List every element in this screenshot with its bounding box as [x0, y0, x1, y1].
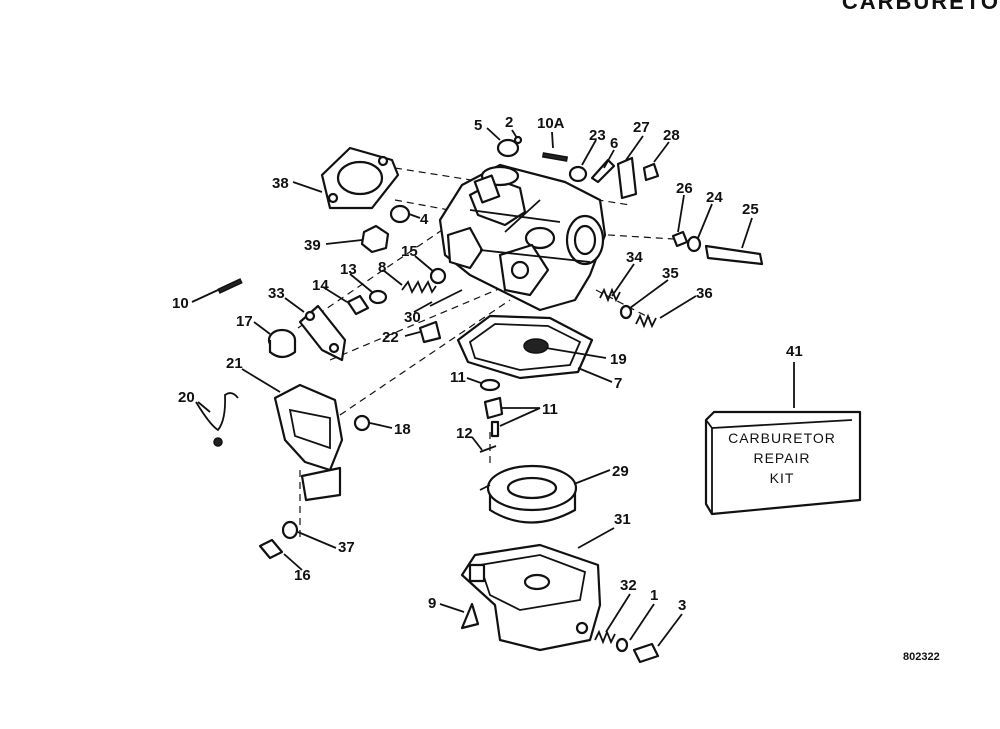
part-29-screw	[642, 162, 660, 182]
part-11-inlet-needle	[483, 396, 504, 420]
part-40-nut	[360, 224, 390, 254]
part-26-needle-valve	[704, 244, 764, 266]
callout-10: 10	[172, 295, 189, 312]
part-23-plug	[418, 320, 442, 344]
callout-21: 20	[178, 389, 195, 406]
part-30-float	[479, 464, 578, 524]
part-11-seat	[490, 420, 500, 438]
callout-27: 26	[676, 180, 693, 197]
part-18-choke-knob	[267, 328, 297, 359]
callout-32: 31	[614, 511, 631, 528]
callout-15: 14	[312, 277, 329, 294]
leader-lines	[191, 127, 795, 647]
part-6-needle	[590, 158, 616, 184]
callout-18: 17	[236, 313, 253, 330]
repair-kit-line-1: CARBURETOR	[728, 430, 836, 446]
part-8-spring	[401, 279, 437, 295]
callout-10A: 10A	[537, 115, 565, 132]
part-12-washer	[479, 378, 501, 392]
part-34-throttle-link	[298, 304, 347, 362]
callout-30: 29	[612, 463, 629, 480]
part-33-spring	[594, 629, 616, 645]
part-20-gasket-ring	[523, 338, 549, 354]
part-25-washer	[686, 235, 702, 253]
part-16-washer	[429, 267, 447, 285]
callout-23: 22	[382, 329, 399, 346]
part-31-screw	[429, 289, 463, 307]
callout-13: 12	[456, 425, 473, 442]
part-37-spring	[635, 313, 657, 329]
part-28-bracket	[616, 156, 638, 200]
callout-35: 34	[626, 249, 643, 266]
callout-3: 3	[678, 597, 686, 614]
part-24-washer	[568, 165, 588, 183]
part-9-screw	[460, 602, 480, 630]
carburetor-body	[438, 163, 607, 312]
part-19-washer	[353, 414, 371, 432]
callout-41: 41	[786, 343, 803, 360]
part-22-fuel-pump-gasket	[273, 383, 344, 502]
callout-17: 16	[294, 567, 311, 584]
callout-9: 9	[428, 595, 436, 612]
part-10A-pin	[541, 152, 569, 162]
part-41-repair-kit-box	[704, 410, 862, 516]
callout-33: 32	[620, 577, 637, 594]
part-13-pin	[479, 445, 497, 453]
part-21-clip	[195, 392, 239, 447]
part-39-flange-gasket	[320, 146, 400, 210]
part-36-washer	[619, 304, 633, 320]
callout-16: 15	[401, 243, 418, 260]
callout-25: 24	[706, 189, 723, 206]
part-1-washer	[615, 637, 629, 653]
callout-7: 7	[614, 375, 622, 392]
callout-39: 38	[272, 175, 289, 192]
callout-28: 27	[633, 119, 650, 136]
repair-kit-label: CARBURETOR REPAIR KIT	[712, 428, 852, 488]
callout-1: 1	[650, 587, 658, 604]
callout-4: 4	[420, 211, 429, 228]
repair-kit-line-3: KIT	[769, 470, 795, 486]
callout-12: 11	[450, 369, 466, 386]
diagram-number: 802322	[903, 651, 940, 663]
callout-14: 13	[340, 261, 357, 278]
part-32-float-bowl	[460, 543, 602, 652]
part-38-washer	[281, 520, 299, 540]
part-15-screw	[346, 294, 370, 316]
callout-37: 36	[696, 285, 713, 302]
callout-22: 21	[226, 355, 243, 372]
page-header-fragment: CARBURETO	[841, 0, 1000, 14]
callout-29: 28	[663, 127, 680, 144]
part-5-plug	[496, 138, 520, 158]
callout-38: 37	[338, 539, 355, 556]
part-27-plug	[671, 230, 689, 248]
callout-34: 33	[268, 285, 285, 302]
callout-24: 23	[589, 127, 606, 144]
callout-6: 6	[610, 135, 618, 152]
callout-8: 8	[378, 259, 386, 276]
part-10-pin	[217, 278, 243, 294]
repair-kit-line-2: REPAIR	[753, 450, 811, 466]
callout-20: 19	[610, 351, 627, 368]
callout-2: 2	[505, 114, 513, 131]
part-14-washer	[368, 289, 388, 305]
part-17-screw	[258, 538, 284, 560]
part-2-ball	[513, 135, 523, 145]
callout-26: 25	[742, 201, 759, 218]
callout-19: 18	[394, 421, 411, 438]
part-4-plug	[389, 204, 411, 224]
callout-5: 5	[474, 117, 482, 134]
part-3-plug-screw	[632, 642, 660, 664]
part-35-spring	[599, 287, 621, 303]
callout-labels: 5 2 10A 23 6 27 28 38 4 26 24 25 39 15 8…	[172, 114, 803, 614]
callout-40: 39	[304, 237, 321, 254]
callout-11: 11	[542, 401, 558, 418]
callout-36: 35	[662, 265, 679, 282]
callout-31: 30	[404, 309, 421, 326]
